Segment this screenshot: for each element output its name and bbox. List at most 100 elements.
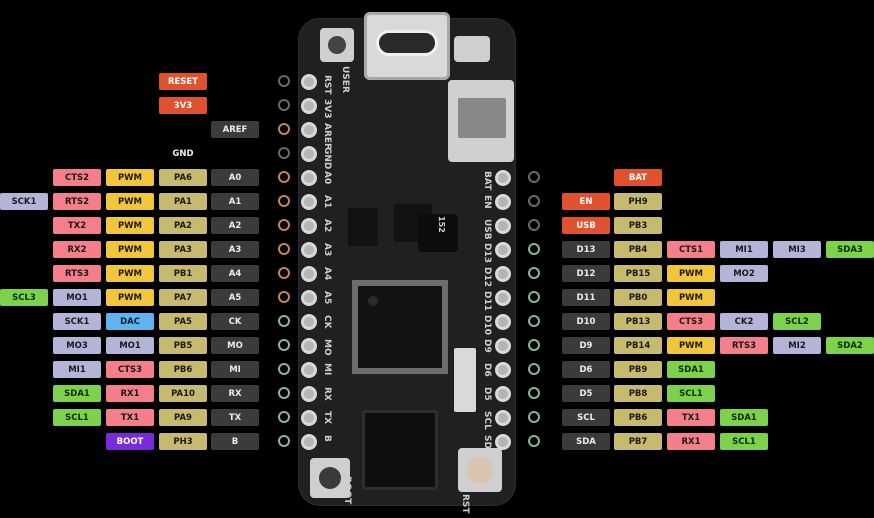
pin-label-usb: USB (562, 217, 610, 234)
header-hole (301, 170, 317, 186)
pin-label-ph3: PH3 (159, 433, 207, 450)
pin-label-en: EN (562, 193, 610, 210)
pin-label-pa3: PA3 (159, 241, 207, 258)
right-pin-ring (528, 219, 540, 231)
pin-label-reset: RESET (159, 73, 207, 90)
header-hole (495, 314, 511, 330)
pin-label-d12: D12 (562, 265, 610, 282)
right-pin-ring (528, 363, 540, 375)
pin-label-sck1: SCK1 (53, 313, 101, 330)
pin-label-boot: BOOT (106, 433, 154, 450)
pin-label-rts3: RTS3 (720, 337, 768, 354)
silk-label: D13 (482, 243, 492, 263)
pin-label-pa5: PA5 (159, 313, 207, 330)
pin-label-a1: A1 (211, 193, 259, 210)
header-hole (301, 386, 317, 402)
boot-silk: BOOT (342, 476, 352, 505)
pin-label-scl1: SCL1 (720, 433, 768, 450)
pin-label-a0: A0 (211, 169, 259, 186)
pin-label-3v3: 3V3 (159, 97, 207, 114)
pin-label-pwm: PWM (667, 289, 715, 306)
pin-label-sda1: SDA1 (720, 409, 768, 426)
pin-label-rx2: RX2 (53, 241, 101, 258)
right-pin-ring (528, 435, 540, 447)
pin-label-scl1: SCL1 (53, 409, 101, 426)
pin-label-pb0: PB0 (614, 289, 662, 306)
left-pin-ring (278, 339, 290, 351)
pin-label-mo1: MO1 (106, 337, 154, 354)
crystal (454, 36, 490, 62)
reset-button[interactable] (458, 448, 502, 492)
silk-label: A4 (322, 267, 332, 281)
left-pin-ring (278, 123, 290, 135)
boot-button[interactable] (310, 458, 350, 498)
inductor (418, 214, 458, 252)
right-pin-ring (528, 339, 540, 351)
left-pin-ring (278, 99, 290, 111)
pin-label-sda1: SDA1 (667, 361, 715, 378)
pin-label-aref: AREF (211, 121, 259, 138)
pin-label-ph9: PH9 (614, 193, 662, 210)
pin-label-sda1: SDA1 (53, 385, 101, 402)
usb-c-port (376, 30, 438, 56)
left-pin-ring (278, 219, 290, 231)
silk-label: A5 (322, 291, 332, 305)
pin-label-sda2: SDA2 (826, 337, 874, 354)
pin-label-pb6: PB6 (159, 361, 207, 378)
pin-label-mi: MI (211, 361, 259, 378)
pin-label-pb9: PB9 (614, 361, 662, 378)
header-hole (301, 290, 317, 306)
right-pin-ring (528, 315, 540, 327)
header-hole (495, 218, 511, 234)
pin-label-tx2: TX2 (53, 217, 101, 234)
pin-label-a2: A2 (211, 217, 259, 234)
pin-label-pb1: PB1 (159, 265, 207, 282)
pin-label-dac: DAC (106, 313, 154, 330)
pin-label-mo3: MO3 (53, 337, 101, 354)
silk-label: TX (322, 411, 332, 425)
pin-label-pb13: PB13 (614, 313, 662, 330)
left-pin-ring (278, 363, 290, 375)
pin-label-d13: D13 (562, 241, 610, 258)
pin-label-pb14: PB14 (614, 337, 662, 354)
usb-c-connector (364, 12, 450, 80)
debug-header (362, 410, 438, 490)
inductor-code: 152 (437, 216, 446, 233)
pin-label-scl2: SCL2 (773, 313, 821, 330)
pin-label-pb5: PB5 (159, 337, 207, 354)
left-pin-ring (278, 411, 290, 423)
pin-label-tx: TX (211, 409, 259, 426)
header-hole (495, 410, 511, 426)
silk-label: RX (322, 387, 332, 401)
pin-label-pb7: PB7 (614, 433, 662, 450)
pin-label-mi1: MI1 (720, 241, 768, 258)
header-hole (301, 314, 317, 330)
pin-label-pwm: PWM (106, 193, 154, 210)
pin-label-ck: CK (211, 313, 259, 330)
pin-label-d6: D6 (562, 361, 610, 378)
right-pin-ring (528, 243, 540, 255)
right-pin-ring (528, 387, 540, 399)
pin-label-pb3: PB3 (614, 217, 662, 234)
silk-label: BAT (482, 171, 492, 191)
left-pin-ring (278, 387, 290, 399)
silk-label: D11 (482, 291, 492, 311)
pin-label-d10: D10 (562, 313, 610, 330)
header-hole (301, 74, 317, 90)
silk-label: D6 (482, 363, 492, 377)
pin-label-pwm: PWM (667, 265, 715, 282)
pin-label-b: B (211, 433, 259, 450)
left-pin-ring (278, 243, 290, 255)
pin-label-pa9: PA9 (159, 409, 207, 426)
user-button[interactable] (320, 28, 354, 62)
header-hole (301, 434, 317, 450)
silk-label: 3V3 (322, 99, 332, 119)
pin-label-mo2: MO2 (720, 265, 768, 282)
silk-label: GND (322, 147, 332, 170)
silk-label: A0 (322, 171, 332, 185)
pin-label-sda: SDA (562, 433, 610, 450)
right-pin-ring (528, 267, 540, 279)
left-pin-ring (278, 435, 290, 447)
pin-label-tx1: TX1 (106, 409, 154, 426)
silk-label: A3 (322, 243, 332, 257)
